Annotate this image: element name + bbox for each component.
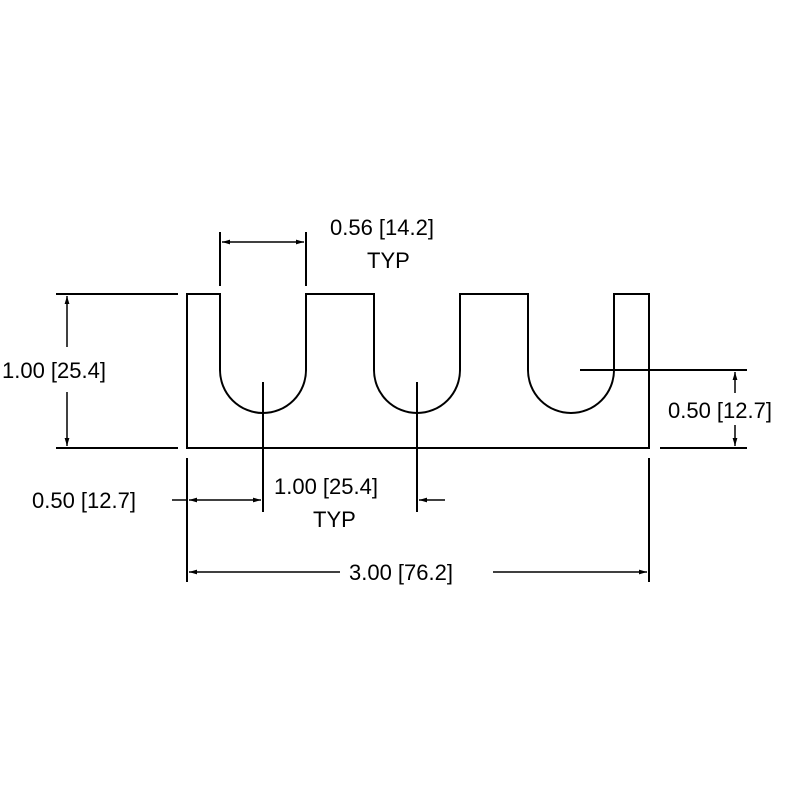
base-thickness-label: 0.50 [12.7] <box>668 398 772 423</box>
length-label: 3.00 [76.2] <box>349 560 453 585</box>
pitch-typ-label: TYP <box>313 507 356 532</box>
offset-label: 0.50 [12.7] <box>32 488 136 513</box>
slot-width-label: 0.56 [14.2] <box>330 215 434 240</box>
slot-width-typ-label: TYP <box>367 248 410 273</box>
height-label: 1.00 [25.4] <box>2 358 106 383</box>
pitch-label: 1.00 [25.4] <box>274 474 378 499</box>
